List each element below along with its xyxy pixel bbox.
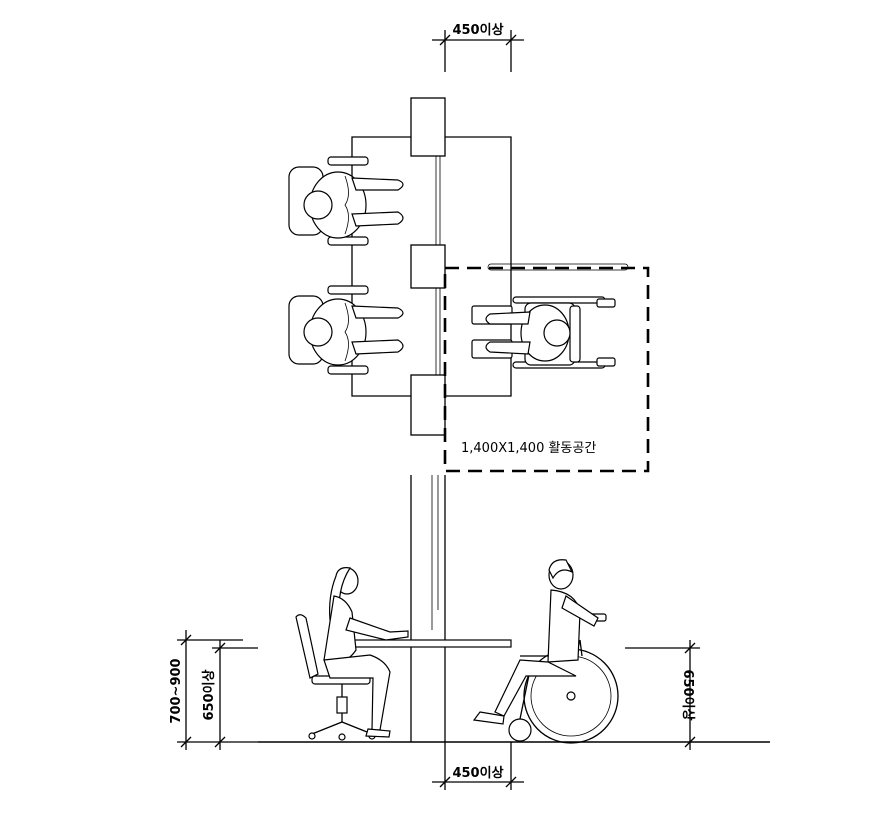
wheelchair-user-elevation	[472, 559, 619, 744]
plan-view: 1,400X1,400 활동공간	[288, 97, 650, 473]
seated-person-top-2	[288, 285, 404, 375]
wheelchair-user-top	[471, 263, 629, 369]
desk-height-label: 700~900	[169, 658, 184, 723]
right-dimension: 650이상	[625, 640, 700, 750]
knee-clearance-left-label: 650이상	[201, 669, 217, 720]
seated-person-top-1	[288, 156, 404, 246]
desk-left	[351, 136, 411, 397]
bottom-dimension: 450이상	[432, 742, 524, 790]
top-width-label: 450이상	[452, 22, 503, 38]
partition-bottom	[410, 374, 446, 436]
partition-middle	[410, 244, 446, 289]
top-dimension: 450이상	[432, 22, 524, 72]
activity-space-boundary	[443, 266, 650, 473]
partition-side-view	[410, 475, 446, 645]
seated-woman-elevation	[295, 567, 409, 741]
desk-top-elevation	[351, 639, 512, 648]
elevation-view: 700~900 650이상 650이상 450이상	[169, 559, 770, 790]
bottom-width-label: 450이상	[452, 765, 503, 781]
knee-clearance-right-label: 650이상	[680, 669, 696, 720]
left-dimensions: 700~900 650이상	[169, 630, 258, 750]
partition-top	[410, 97, 446, 157]
activity-space-label: 1,400X1,400 활동공간	[461, 441, 596, 456]
desk-right	[445, 136, 512, 397]
